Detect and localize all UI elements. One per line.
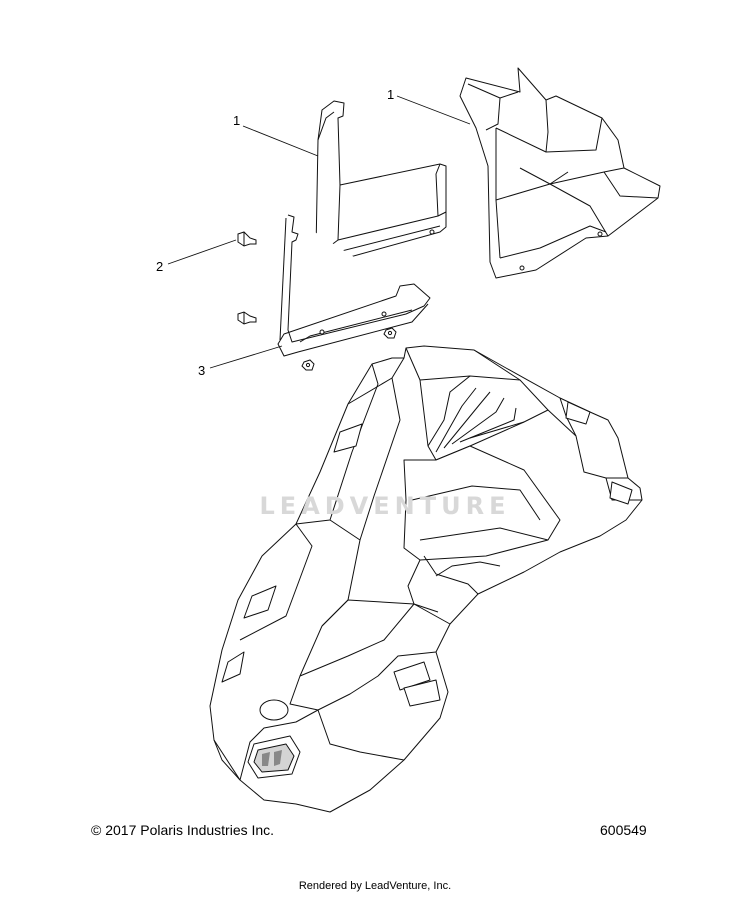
watermark: LEADVENTURE (259, 492, 511, 520)
nut-right (384, 328, 396, 338)
deflector-panel-left (316, 101, 446, 262)
figure-number: 600549 (600, 822, 647, 838)
copyright-notice: © 2017 Polaris Industries Inc. (91, 822, 275, 838)
fastener-lower (238, 312, 256, 324)
leader-lines (168, 96, 470, 368)
leader-line-part-1-right (397, 96, 470, 124)
bracket (278, 215, 430, 356)
fastener-upper (238, 232, 256, 246)
windshield-right (460, 68, 660, 278)
leader-line-part-2 (168, 240, 236, 264)
leader-line-part-1-left (243, 126, 318, 156)
callout-part-1-left: 1 (233, 113, 240, 128)
callout-part-1-right: 1 (387, 87, 394, 102)
nut-left (302, 360, 314, 370)
leader-line-part-3 (210, 346, 282, 368)
callout-part-2: 2 (156, 259, 163, 274)
hood-assembly (210, 346, 642, 812)
rendered-by-credit: Rendered by LeadVenture, Inc. (298, 880, 452, 892)
callout-part-3: 3 (198, 363, 205, 378)
